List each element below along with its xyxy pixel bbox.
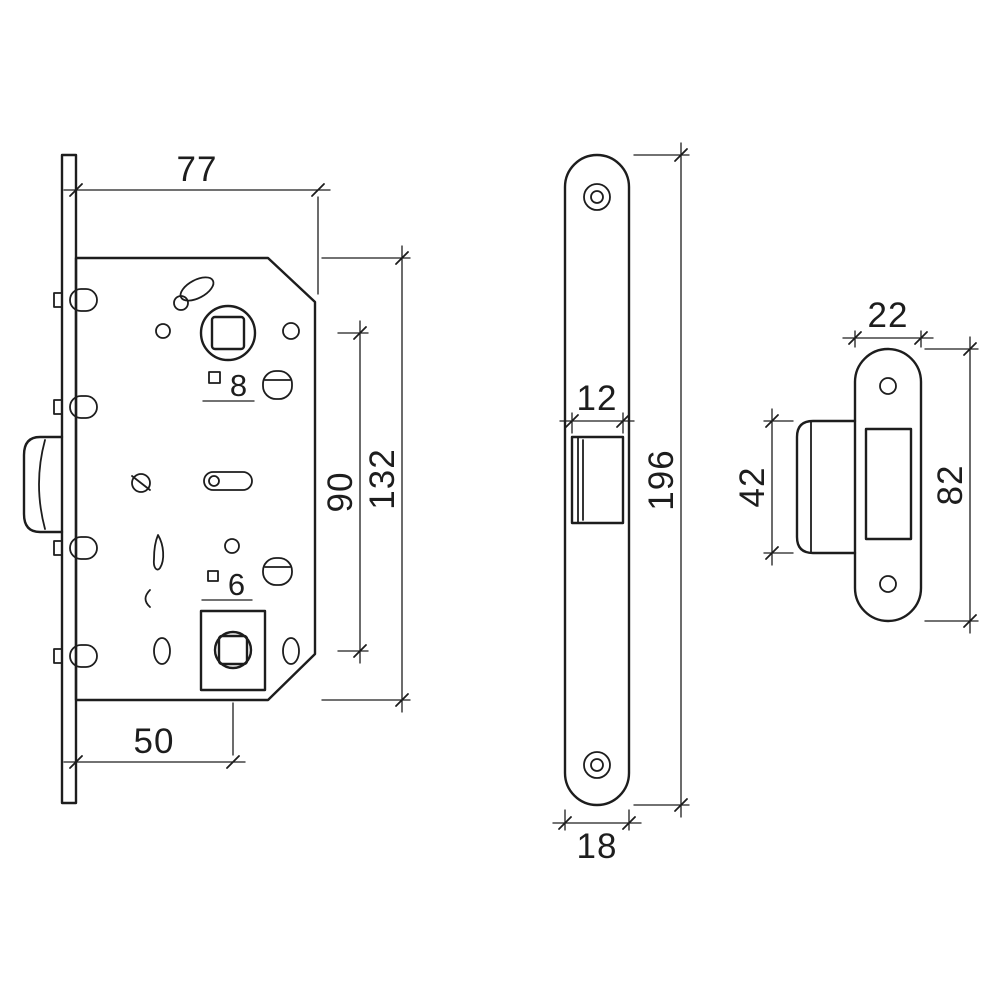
oval-hole-left	[153, 637, 171, 665]
tab-lug	[69, 395, 98, 419]
screw-hole-bottom	[583, 751, 611, 779]
screw-hole-top	[879, 377, 897, 395]
latch-bolt-curve	[38, 439, 46, 530]
screw-hole-inner	[590, 190, 604, 204]
cam-pivot	[173, 295, 189, 311]
strike-height-label: 82	[931, 465, 970, 506]
tick-mark	[69, 183, 83, 197]
fixing-hole-top	[282, 322, 300, 340]
handle-spindle-hub	[199, 304, 257, 362]
faceplate-width-label: 18	[577, 827, 618, 866]
latch-opening	[570, 435, 625, 525]
square-dimension-icon	[208, 371, 221, 384]
dimension-spindle-square: 8	[202, 368, 255, 403]
centers-distance-label: 90	[321, 472, 360, 513]
wc-follower-hub	[199, 609, 267, 692]
spring-hook	[144, 589, 151, 608]
lip-height-label: 42	[733, 467, 772, 508]
tick-mark	[226, 755, 240, 769]
dimension-case-width: 77	[63, 150, 331, 295]
faceplate-edge-profile	[60, 153, 78, 805]
mounting-tab	[53, 288, 98, 312]
cam-arm	[179, 276, 215, 302]
tick-mark	[311, 183, 325, 197]
square-dimension-icon	[207, 570, 219, 582]
lock-case-outline	[74, 256, 317, 702]
wc-square-hole	[217, 634, 249, 666]
screw-hole-top	[583, 183, 611, 211]
latch-cutout	[864, 427, 913, 541]
tab-hook	[53, 540, 63, 556]
tab-lug	[69, 644, 98, 668]
screw-slot	[131, 475, 151, 491]
spindle-square-hole	[210, 315, 246, 351]
latch-bolt-profile	[22, 435, 64, 534]
dimension-wc-square: 6	[201, 567, 253, 602]
tab-hook	[53, 399, 63, 415]
dimension-case-height: 132	[321, 245, 411, 713]
hub-ring	[199, 304, 257, 362]
mounting-tab	[53, 536, 98, 560]
pin-hole-lower	[224, 538, 240, 554]
dimension-strike-width: 22	[842, 296, 934, 348]
faceplate-height-label: 196	[642, 449, 681, 510]
tick-mark	[69, 755, 83, 769]
latch-bolt-outline	[22, 435, 64, 534]
screw-hole-inner	[590, 758, 604, 772]
screw-hole-outer	[583, 751, 611, 779]
fixing-slot-bottom	[262, 557, 293, 586]
oval-hole-right	[282, 637, 300, 665]
tab-lug	[69, 536, 98, 560]
latch-opening-outline	[570, 435, 625, 525]
strike-lip-profile	[795, 419, 857, 555]
slot-outline	[262, 557, 293, 586]
faceplate-outline	[563, 153, 631, 807]
follower-ring	[213, 630, 253, 670]
dimension-faceplate-width: 18	[552, 809, 642, 866]
mounting-tab	[53, 395, 98, 419]
tab-hook	[53, 648, 63, 664]
wc-square-label: 6	[228, 567, 246, 602]
faceplate-front-view	[563, 153, 631, 807]
tab-lug	[69, 288, 98, 312]
spring-leaf	[152, 534, 165, 571]
mounting-tab	[53, 644, 98, 668]
screw-circle	[131, 473, 151, 493]
strike-plate-view	[795, 347, 923, 623]
case-height-label: 132	[363, 448, 402, 509]
screw-hole-outer	[583, 183, 611, 211]
strike-width-label: 22	[868, 296, 909, 335]
latch-width-label: 12	[577, 379, 618, 418]
spindle-square-label: 8	[230, 368, 248, 403]
fixing-slot-top	[262, 370, 293, 400]
slot-pin	[208, 475, 220, 487]
backset-label: 50	[134, 722, 175, 761]
tab-hook	[53, 292, 63, 308]
slot-outline	[262, 370, 293, 400]
pin-hole-upper	[155, 323, 171, 339]
dimension-faceplate-height: 196	[633, 142, 690, 818]
strike-plate-outline	[853, 347, 923, 623]
slot-outline	[203, 471, 253, 491]
screw-hole-bottom	[879, 575, 897, 593]
screw-head	[131, 473, 151, 493]
follower-box	[199, 609, 267, 692]
dimension-backset: 50	[63, 702, 246, 769]
lock-body-view: 8 6	[22, 153, 317, 805]
adjust-slot	[203, 471, 253, 491]
case-width-label: 77	[177, 150, 218, 189]
dimension-lip-height: 42	[733, 408, 794, 566]
dimension-centers-distance: 90	[321, 320, 369, 664]
lever-cam	[173, 276, 215, 311]
dimension-strike-height: 82	[924, 336, 979, 634]
dimension-latch-width: 12	[559, 379, 635, 434]
